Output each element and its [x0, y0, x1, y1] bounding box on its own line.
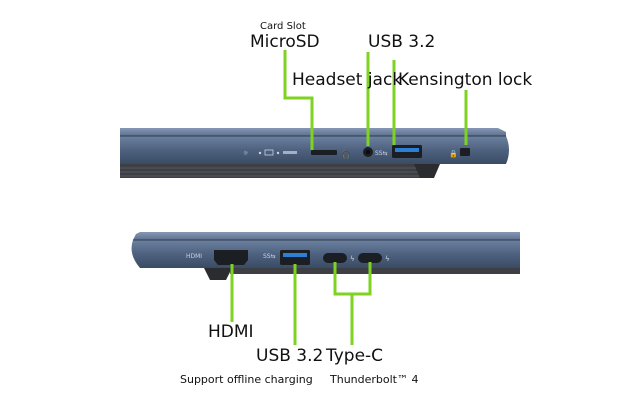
card-slot-port [311, 150, 337, 155]
top-callout-lines [283, 50, 468, 150]
headset-symbol: 🎧 [341, 149, 351, 159]
typec-note: Thunderbolt™ 4 [330, 373, 419, 386]
bottom-callout-lines [230, 262, 372, 345]
typec-label: Type-C [326, 346, 384, 366]
bottom-lid [133, 232, 520, 240]
hdmi-port [214, 250, 248, 265]
usb-symbol-bottom: SS⇆ [263, 253, 276, 260]
kensington-lock-slot [460, 148, 470, 156]
usb-bottom-label: USB 3.2 [256, 346, 324, 366]
bottom-vent [230, 268, 520, 274]
headset-label: Headset jack [292, 70, 403, 90]
svg-text:☼: ☼ [243, 150, 249, 157]
usb-c-port [358, 253, 382, 263]
status-led-icons: ☼ [243, 149, 297, 157]
usb-c-port [323, 253, 347, 263]
usb-symbol: SS⇆ [375, 150, 388, 157]
hdmi-label: HDMI [208, 322, 254, 342]
lock-symbol: 🔒 [449, 150, 458, 158]
card-slot-caption: Card Slot [260, 21, 306, 32]
bottom-foot [204, 268, 232, 280]
thunderbolt-icon: ϟ [385, 255, 390, 263]
usb-top-label: USB 3.2 [368, 32, 436, 52]
top-foot [414, 164, 440, 178]
usb-bottom-note: Support offline charging [180, 373, 313, 386]
microsd-label: MicroSD [250, 32, 320, 52]
usb-a-port [280, 250, 310, 265]
hdmi-print: HDMI [186, 253, 202, 260]
thunderbolt-icon: ϟ [350, 255, 355, 263]
kensington-label: Kensington lock [398, 70, 533, 90]
